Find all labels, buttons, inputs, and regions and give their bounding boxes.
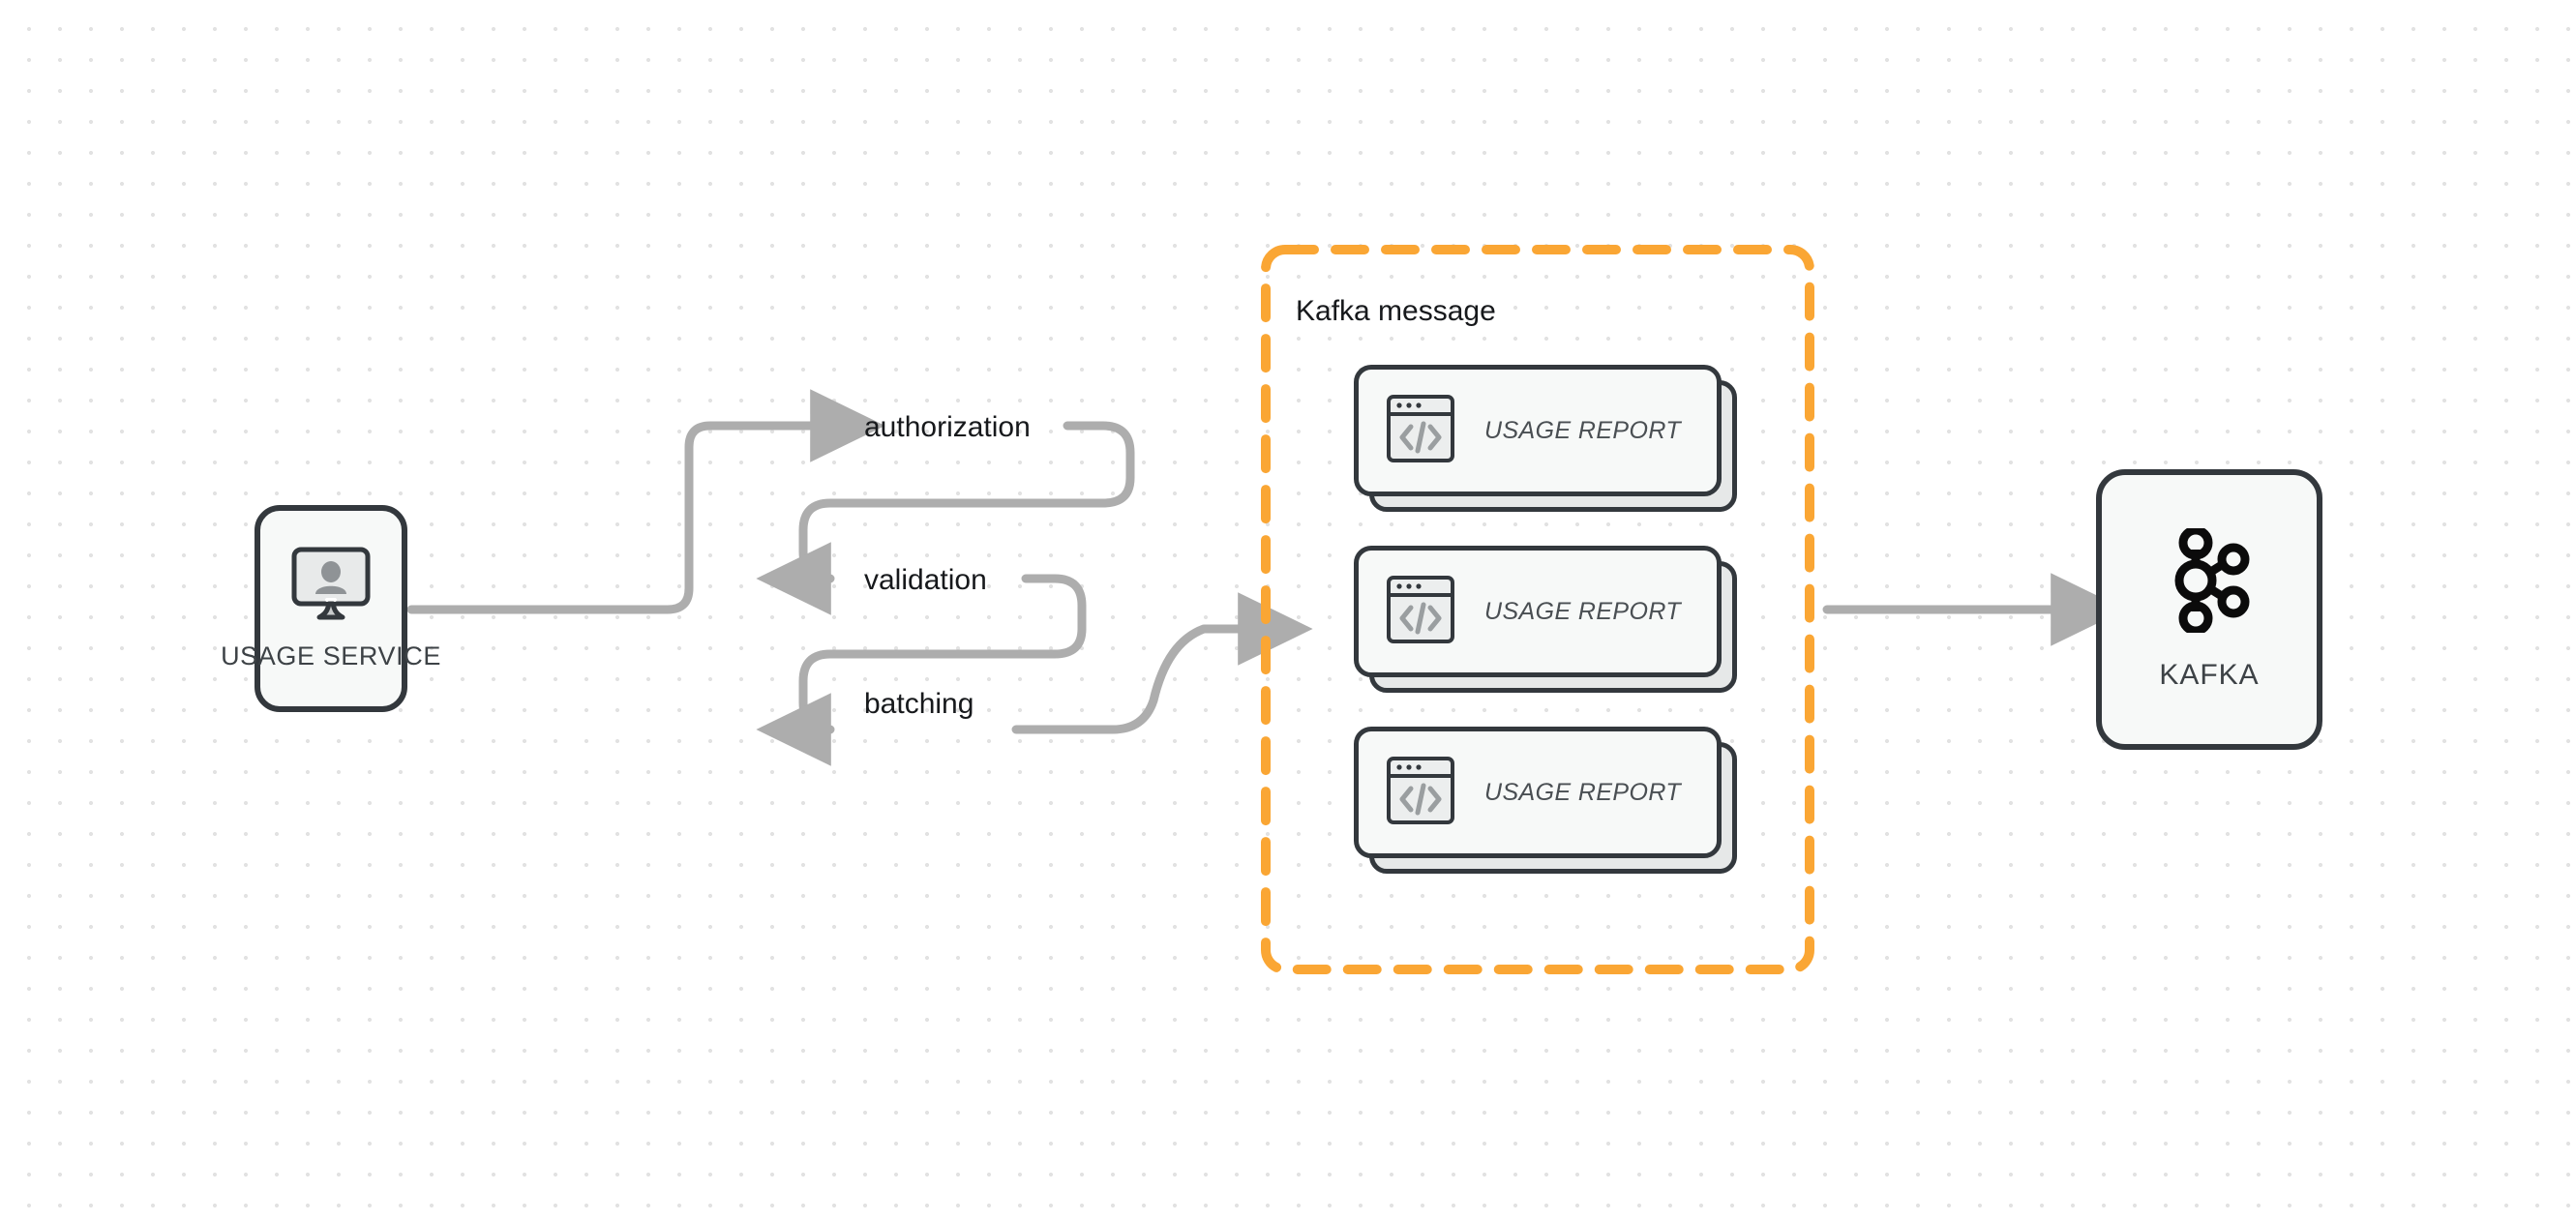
usage-report-card[interactable]: USAGE REPORT <box>1354 727 1737 874</box>
usage-report-label: USAGE REPORT <box>1484 597 1681 625</box>
usage-report-card[interactable]: USAGE REPORT <box>1354 365 1737 512</box>
usage-report-card[interactable]: USAGE REPORT <box>1354 546 1737 693</box>
code-window-icon <box>1386 756 1455 830</box>
desktop-monitor-user-icon <box>289 546 373 628</box>
step-label-validation: validation <box>864 564 987 596</box>
group-kafka-message[interactable]: Kafka message USAGE REP <box>1261 245 1814 974</box>
connector-batching-to-kafka-message <box>1011 592 1313 734</box>
step-label-authorization: authorization <box>864 411 1031 443</box>
usage-report-label: USAGE REPORT <box>1484 778 1681 806</box>
kafka-logo-icon <box>2163 525 2256 638</box>
step-label-batching: batching <box>864 688 974 720</box>
node-kafka[interactable]: KAFKA <box>2096 469 2322 750</box>
node-usage-service[interactable]: USAGE SERVICE <box>221 505 440 712</box>
card-front[interactable]: USAGE REPORT <box>1354 546 1722 677</box>
code-window-icon <box>1386 394 1455 468</box>
code-window-icon <box>1386 575 1455 649</box>
node-label-usage-service: USAGE SERVICE <box>221 641 441 670</box>
group-title-kafka-message: Kafka message <box>1296 295 1496 327</box>
connector-authorization-to-validation <box>756 421 1135 615</box>
usage-report-label: USAGE REPORT <box>1484 416 1681 444</box>
card-front[interactable]: USAGE REPORT <box>1354 365 1722 496</box>
connector-service-to-authorization <box>406 389 885 614</box>
card-front[interactable]: USAGE REPORT <box>1354 727 1722 858</box>
node-label-kafka: KAFKA <box>2159 658 2260 691</box>
